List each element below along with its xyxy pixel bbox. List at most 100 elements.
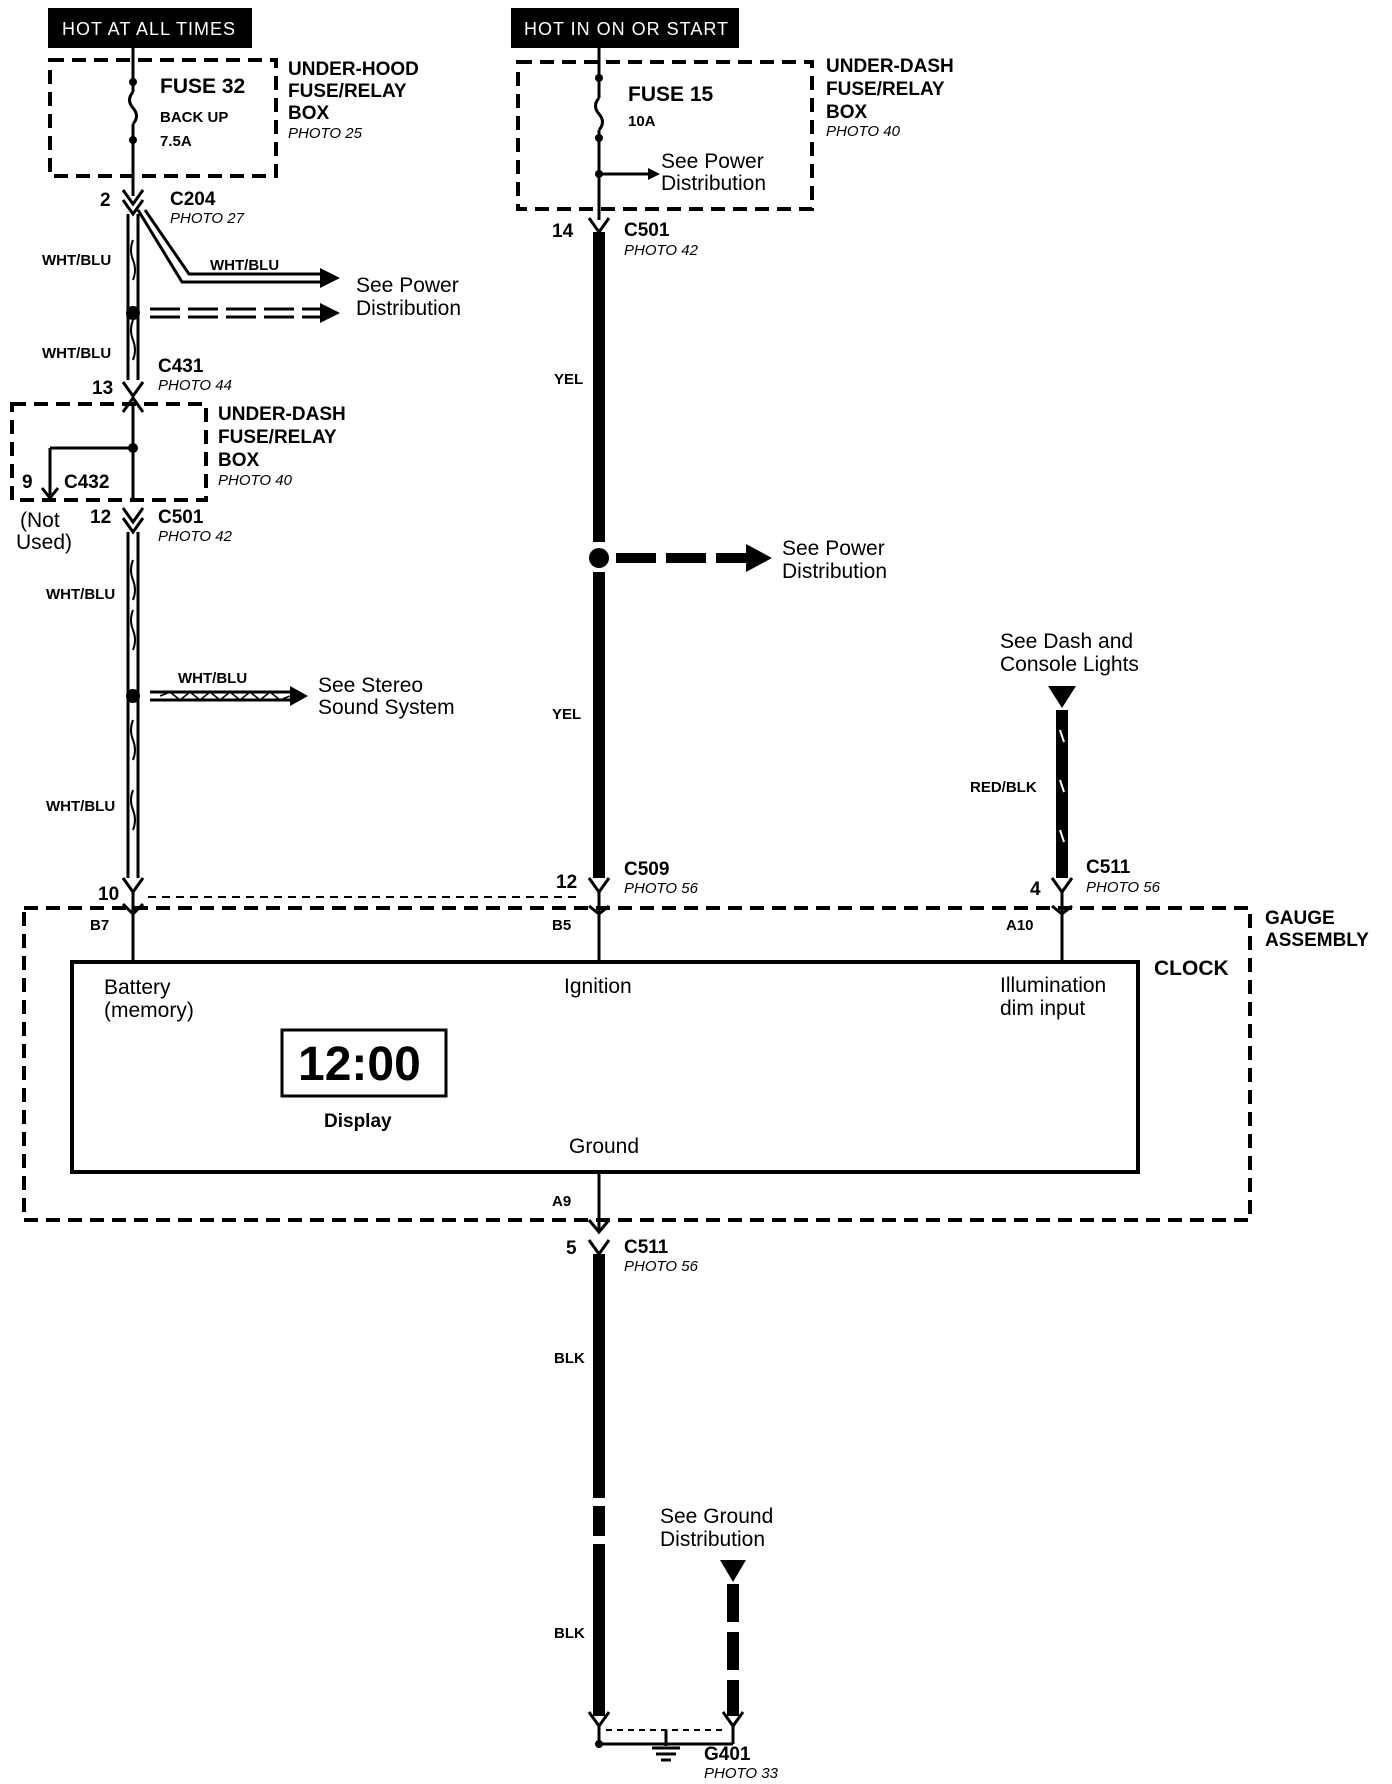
underdash-left-internal xyxy=(40,404,138,501)
c501-left-photo: PHOTO 42 xyxy=(158,528,233,545)
connector-left-pin10 xyxy=(121,877,145,962)
wire-label-wht-blu-branch: WHT/BLU xyxy=(210,257,279,274)
clock-display-value: 12:00 xyxy=(298,1038,421,1091)
gauge-pin-b7: B7 xyxy=(90,917,109,934)
gauge-pin-a10: A10 xyxy=(1006,917,1034,934)
c511-top-photo: PHOTO 56 xyxy=(1086,879,1161,896)
c501-left-name: C501 xyxy=(158,507,204,528)
c509-name: C509 xyxy=(624,859,669,880)
wire-label-yel-2: YEL xyxy=(552,706,581,723)
wire-yel-1 xyxy=(593,232,605,542)
ground-dist-ref-line-1: See Ground xyxy=(660,1505,773,1528)
fuse-32-name: FUSE 32 xyxy=(160,75,245,98)
wire-label-yel-1: YEL xyxy=(554,371,583,388)
power-dist-ref-2-line-2: Distribution xyxy=(782,560,887,583)
g401-name: G401 xyxy=(704,1744,751,1765)
not-used-line-2: Used) xyxy=(16,531,72,554)
ground-dist-ref-line-2: Distribution xyxy=(660,1528,765,1551)
not-used-line-1: (Not xyxy=(20,509,60,532)
c432-name: C432 xyxy=(64,472,109,493)
clock-display-frame xyxy=(280,1028,448,1098)
header-hot-always: HOT AT ALL TIMES xyxy=(62,19,236,39)
power-dist-ref-1-line-1: See Power xyxy=(356,274,459,297)
clock-box xyxy=(70,960,1140,1174)
c501-mid-name: C501 xyxy=(624,220,670,241)
wire-wht-blu-2 xyxy=(126,532,140,878)
underhood-box-outline xyxy=(48,58,278,178)
branch-yel-power xyxy=(589,544,772,572)
c431-pin: 13 xyxy=(92,378,113,399)
wire-label-wht-blu-4: WHT/BLU xyxy=(46,798,115,815)
gauge-assembly-label-1: GAUGE xyxy=(1265,908,1335,929)
wire-blk-2 xyxy=(593,1544,605,1716)
dash-lights-arrow xyxy=(1048,686,1076,708)
c511-top-pin: 4 xyxy=(1030,879,1041,900)
gauge-pin-b5: B5 xyxy=(552,917,571,934)
underhood-box-photo: PHOTO 25 xyxy=(288,125,363,142)
c501-mid-pin: 14 xyxy=(552,221,574,242)
branch-wht-blu-power xyxy=(126,209,340,323)
dash-lights-ref-line-1: See Dash and xyxy=(1000,630,1133,653)
c511-bottom-photo: PHOTO 56 xyxy=(624,1258,699,1275)
clock-illumination-line-2: dim input xyxy=(1000,997,1085,1020)
fuse-15-ref-line-2: Distribution xyxy=(661,172,766,195)
fuse-15-name: FUSE 15 xyxy=(628,83,714,106)
connector-c509 xyxy=(587,877,611,962)
connector-c511-top xyxy=(1050,877,1074,962)
fuse-32-desc: BACK UP xyxy=(160,109,228,126)
clock-ground: Ground xyxy=(569,1135,639,1158)
c509-photo: PHOTO 56 xyxy=(624,880,699,897)
c204-pin: 2 xyxy=(100,190,111,211)
fuse-15-rating: 10A xyxy=(628,113,656,130)
connector-c204 xyxy=(121,189,145,217)
fuse-15-symbol xyxy=(594,48,660,220)
gauge-pin-a9: A9 xyxy=(552,1193,571,1210)
c204-photo: PHOTO 27 xyxy=(170,210,245,227)
clock-title: CLOCK xyxy=(1154,957,1229,980)
connector-c501-mid xyxy=(587,217,611,235)
header-hot-on-start-bg xyxy=(511,8,739,48)
underdash-left-box-label-3: BOX xyxy=(218,450,260,471)
c431-photo: PHOTO 44 xyxy=(158,377,232,394)
underdash-top-box-photo: PHOTO 40 xyxy=(826,123,901,140)
underdash-left-box-label-2: FUSE/RELAY xyxy=(218,427,337,448)
c511-top-name: C511 xyxy=(1086,857,1131,878)
clock-display-label: Display xyxy=(324,1111,392,1132)
c501-left-pin: 12 xyxy=(90,507,111,528)
underdash-top-box-label-3: BOX xyxy=(826,102,868,123)
clock-battery-line-2: (memory) xyxy=(104,999,194,1022)
underdash-left-box-outline xyxy=(10,402,208,502)
wire-red-blk xyxy=(1056,710,1068,878)
clock-battery-line-1: Battery xyxy=(104,976,171,999)
wire-label-wht-blu-1: WHT/BLU xyxy=(42,252,111,269)
wire-label-wht-blu-3: WHT/BLU xyxy=(46,586,115,603)
fuse-15-ref-line-1: See Power xyxy=(661,150,764,173)
wire-label-blk-2: BLK xyxy=(554,1625,585,1642)
wire-label-wht-blu-stereo: WHT/BLU xyxy=(178,670,247,687)
underdash-top-box-label-2: FUSE/RELAY xyxy=(826,79,945,100)
dash-lights-ref-line-2: Console Lights xyxy=(1000,653,1139,676)
c501-mid-photo: PHOTO 42 xyxy=(624,242,699,259)
c511-bottom-name: C511 xyxy=(624,1237,669,1258)
stereo-ref-line-1: See Stereo xyxy=(318,674,423,697)
wire-blk-break xyxy=(593,1506,605,1536)
clock-ignition: Ignition xyxy=(564,975,632,998)
fuse-32-rating: 7.5A xyxy=(160,133,192,150)
c431-name: C431 xyxy=(158,356,204,377)
clock-illumination-line-1: Illumination xyxy=(1000,974,1106,997)
wire-label-blk-1: BLK xyxy=(554,1350,585,1367)
wire-blk-ground-ref xyxy=(727,1584,739,1716)
underhood-box-label-3: BOX xyxy=(288,103,330,124)
wire-label-red-blk: RED/BLK xyxy=(970,779,1037,796)
g401-photo: PHOTO 33 xyxy=(704,1765,779,1782)
connector-c501-left xyxy=(121,507,145,535)
connector-c431 xyxy=(121,381,145,413)
stereo-ref-line-2: Sound System xyxy=(318,696,455,719)
underdash-left-box-photo: PHOTO 40 xyxy=(218,472,293,489)
header-hot-on-start: HOT IN ON OR START xyxy=(524,19,729,39)
c511-bottom-pin: 5 xyxy=(566,1238,577,1259)
header-hot-always-bg xyxy=(48,8,252,48)
branch-wht-blu-stereo xyxy=(126,686,308,706)
gauge-assembly-label-2: ASSEMBLY xyxy=(1265,930,1369,951)
